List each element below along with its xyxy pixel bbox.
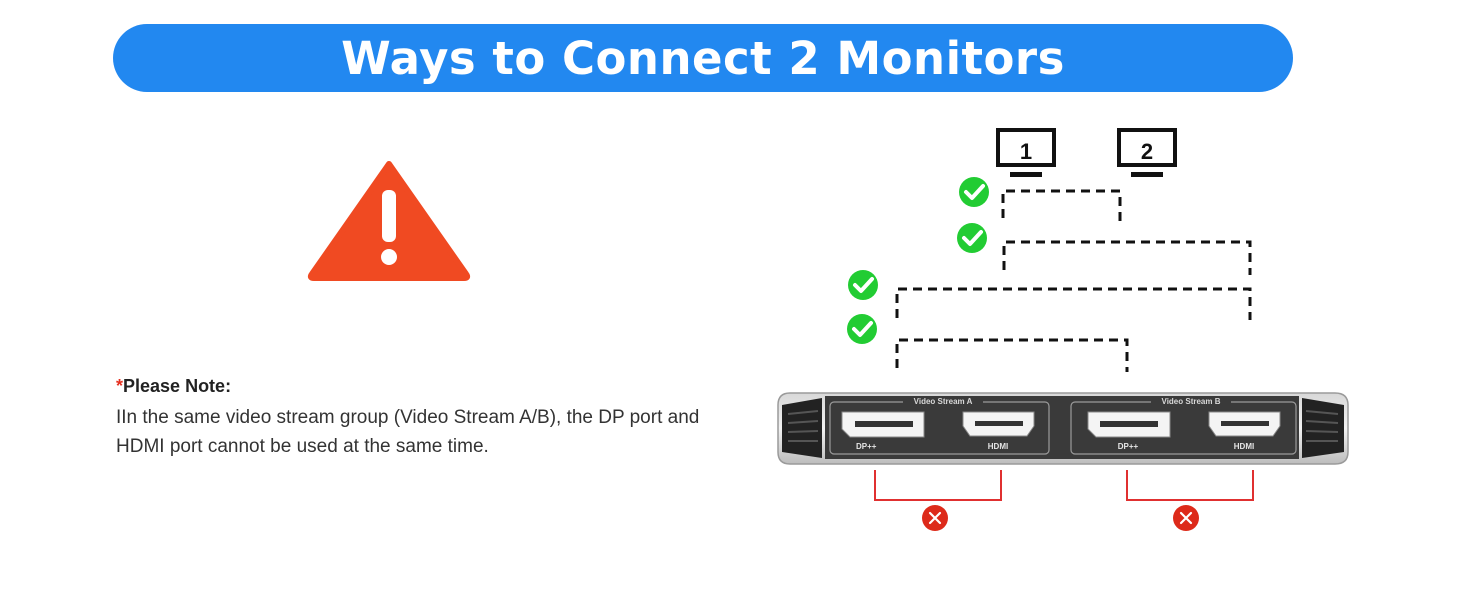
connection-line-2 — [1002, 240, 1252, 275]
hdmi-port-a: HDMI — [962, 411, 1035, 451]
dp-port-a: DP++ — [841, 411, 925, 451]
dp-port-b-label: DP++ — [1118, 442, 1139, 451]
dp-port-a-label: DP++ — [856, 442, 877, 451]
note-body: IIn the same video stream group (Video S… — [116, 407, 700, 457]
invalid-brackets — [874, 470, 1254, 501]
connection-line-4 — [895, 338, 1129, 372]
cross-icon — [922, 505, 948, 531]
check-icon — [847, 314, 877, 344]
connection-lines — [895, 189, 1252, 372]
warning-icon — [307, 161, 471, 281]
connection-line-3 — [895, 287, 1252, 320]
dock-device: Video Stream A Video Stream B DP++ HDMI … — [777, 392, 1349, 465]
video-stream-b-group: Video Stream B — [1070, 397, 1297, 455]
title-banner: Ways to Connect 2 Monitors — [113, 24, 1293, 92]
monitor-2-icon: 2 — [1117, 128, 1177, 177]
monitor-1-icon: 1 — [996, 128, 1056, 177]
monitor-1-label: 1 — [1020, 139, 1032, 164]
connection-line-1 — [1001, 189, 1122, 222]
dp-port-b: DP++ — [1087, 411, 1171, 451]
hdmi-port-b: HDMI — [1208, 411, 1281, 451]
video-stream-a-group: Video Stream A — [829, 397, 1050, 455]
check-icon — [848, 270, 878, 300]
hdmi-port-b-label: HDMI — [1234, 442, 1254, 451]
monitor-2-label: 2 — [1141, 139, 1153, 164]
check-icon — [957, 223, 987, 253]
page-title: Ways to Connect 2 Monitors — [341, 31, 1065, 85]
check-icon — [959, 177, 989, 207]
note-block: *Please Note: IIn the same video stream … — [116, 376, 736, 461]
video-stream-b-label: Video Stream B — [1162, 397, 1221, 406]
invalid-bracket-b — [1126, 470, 1254, 501]
note-asterisk: * — [116, 376, 124, 396]
video-stream-a-label: Video Stream A — [914, 397, 973, 406]
invalid-bracket-a — [874, 470, 1002, 501]
note-heading: *Please Note: — [116, 376, 736, 397]
hdmi-port-a-label: HDMI — [988, 442, 1008, 451]
connection-diagram: 1 2 — [777, 128, 1349, 531]
note-heading-text: Please Note: — [123, 376, 232, 396]
cross-icon — [1173, 505, 1199, 531]
